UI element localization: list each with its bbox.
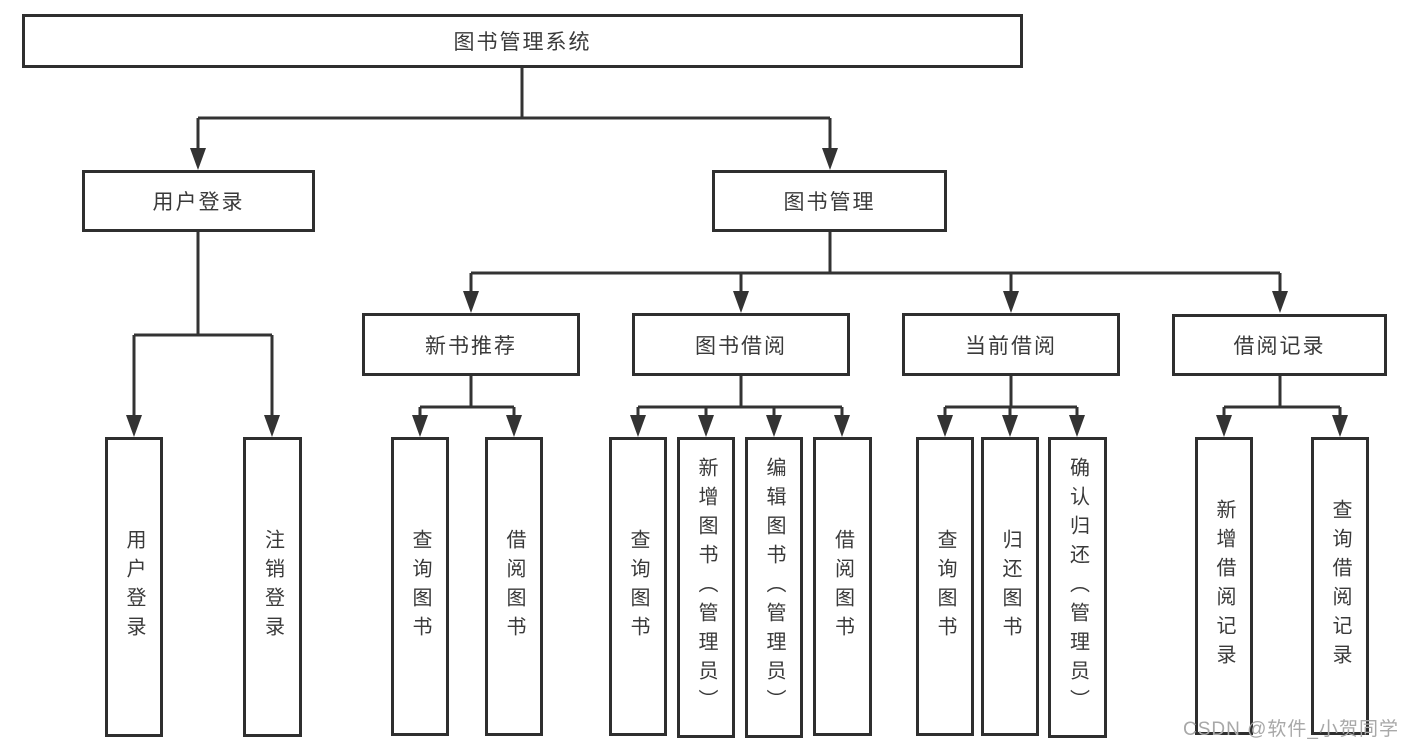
leaf-query-books-recommend: 查询图书: [391, 437, 449, 736]
leaf-query-books-borrow: 查询图书: [609, 437, 667, 736]
leaf-query-books-current: 查询图书: [916, 437, 974, 736]
node-borrow-records: 借阅记录: [1172, 314, 1387, 376]
leaf-query-borrow-record: 查询借阅记录: [1311, 437, 1369, 735]
leaf-logout: 注销登录: [243, 437, 302, 737]
leaf-edit-book-admin: 编辑图书（管理员）: [745, 437, 803, 738]
node-new-book-recommend: 新书推荐: [362, 313, 580, 376]
leaf-return-book: 归还图书: [981, 437, 1039, 736]
leaf-user-login: 用户登录: [105, 437, 163, 737]
node-library-system: 图书管理系统: [22, 14, 1023, 68]
leaf-borrow-books-recommend: 借阅图书: [485, 437, 543, 736]
node-book-management: 图书管理: [712, 170, 947, 232]
node-user-login: 用户登录: [82, 170, 315, 232]
leaf-confirm-return-admin: 确认归还（管理员）: [1048, 437, 1107, 738]
node-book-borrow: 图书借阅: [632, 313, 850, 376]
leaf-borrow-books: 借阅图书: [813, 437, 872, 736]
leaf-add-borrow-record: 新增借阅记录: [1195, 437, 1253, 735]
csdn-watermark: CSDN @软件_小贺同学: [1183, 719, 1399, 740]
node-current-borrow: 当前借阅: [902, 313, 1120, 376]
leaf-add-book-admin: 新增图书（管理员）: [677, 437, 735, 738]
